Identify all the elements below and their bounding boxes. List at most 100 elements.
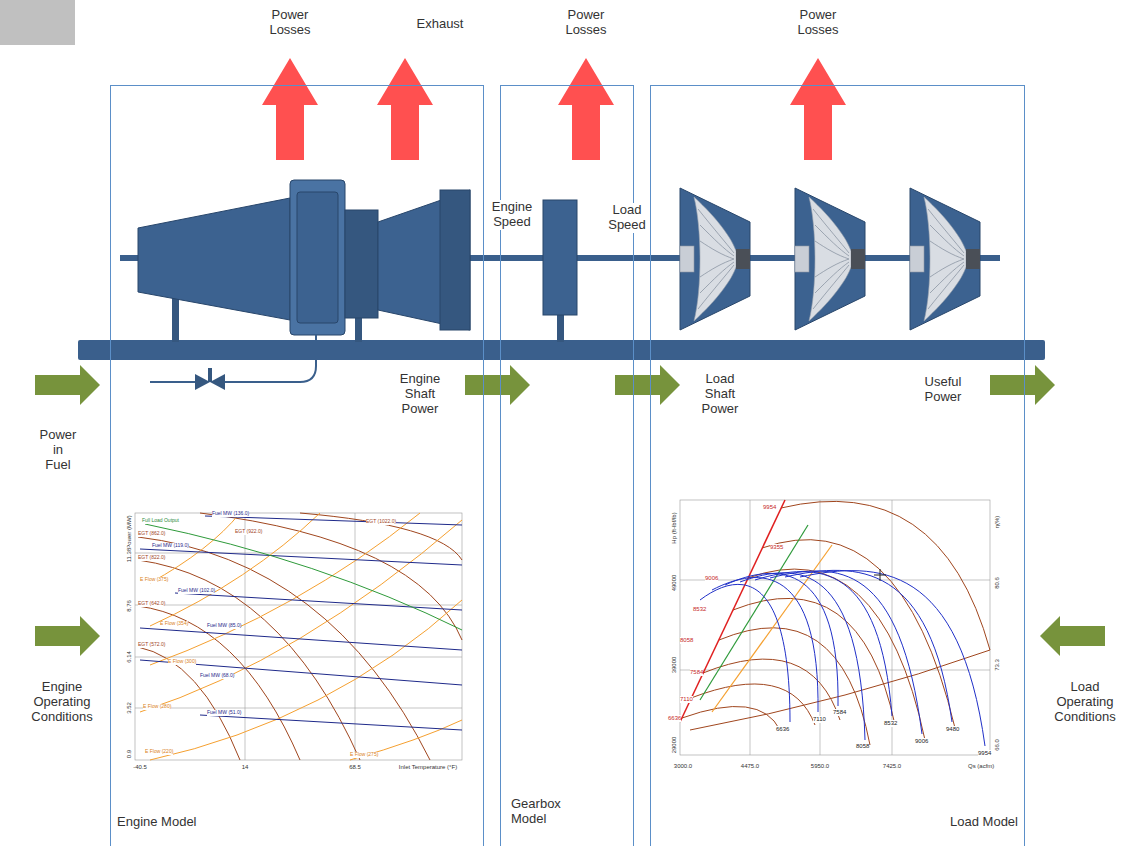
chart-label: EGT (822.0) — [138, 555, 165, 561]
engine-performance-map-part — [150, 513, 320, 626]
engine-performance-map-part — [175, 593, 462, 610]
compressor-map-part — [682, 501, 990, 745]
gas-turbine-engine-part — [297, 192, 338, 323]
power-bus — [78, 340, 1045, 360]
chart-label: Inlet Temperature (°F) — [399, 764, 457, 771]
chart-label: 9480 — [946, 726, 959, 733]
fuel-line-valve-part — [210, 374, 225, 390]
shaft-part — [172, 298, 179, 342]
power-flow-arrow-part — [35, 616, 100, 656]
compressor-map-part — [700, 584, 790, 722]
chart-label: 8532 — [693, 606, 706, 613]
region-title: Engine Model — [117, 815, 197, 830]
chart-label: 11.38 — [126, 548, 133, 563]
compressor-map-part — [762, 540, 955, 728]
chart-label: Fuel MW (85.0) — [207, 623, 241, 629]
flow-label: Engine Shaft Power — [400, 372, 440, 417]
chart-label: EGT (642.0) — [138, 601, 165, 607]
compressor-map-part — [781, 501, 990, 650]
chart-label: E Flow (375) — [140, 577, 168, 583]
compressor-map-part — [785, 570, 952, 722]
compressor-map-part — [682, 706, 780, 730]
chart-label: 66.0 — [994, 739, 1001, 751]
engine-performance-map-part — [140, 513, 462, 760]
gas-turbine-engine-part — [290, 180, 345, 335]
engine-performance-map-part — [140, 549, 462, 565]
gas-turbine-engine-part — [378, 190, 470, 330]
engine-performance-map-part — [200, 715, 462, 730]
power-bus-part — [78, 340, 1045, 360]
power-flow-arrow-part — [465, 365, 530, 405]
chart-label: EGT (862.0) — [138, 531, 165, 537]
fuel-line-valve — [150, 335, 316, 390]
chart-label: 0.9 — [126, 750, 133, 758]
compressor-map-part — [719, 628, 870, 745]
chart-label: Full Load Output — [142, 518, 179, 524]
chart-label: 8.76 — [126, 600, 133, 612]
chart-label: 8532 — [884, 720, 897, 727]
engine-performance-map-part — [150, 600, 462, 760]
power-flow-arrow-part — [990, 365, 1055, 405]
chart-label: 80.6 — [994, 577, 1001, 589]
fuel-line-valve-part — [208, 368, 212, 382]
fuel-line-valve-part — [150, 335, 316, 382]
engine-performance-map-part — [135, 513, 462, 760]
chart-label: Fuel MW (68.0) — [200, 673, 234, 679]
chart-label: Fuel MW (119.0) — [152, 543, 189, 549]
chart-label: -40.5 — [133, 764, 147, 771]
chart-label: 9006 — [705, 575, 718, 582]
chart-label: Power (MW) — [126, 515, 133, 548]
region-title: Gearbox Model — [511, 797, 561, 827]
shaft-part — [355, 318, 362, 342]
compressor-part — [680, 197, 750, 321]
power-flow-arrow-part — [35, 365, 100, 405]
chart-label: Hp (ft-lbf/lb) — [671, 512, 678, 543]
chart-label: 7110 — [813, 716, 826, 723]
compressor-map-part — [680, 500, 990, 755]
flow-label: Engine Speed — [492, 200, 532, 230]
engine-performance-map-part — [138, 560, 360, 760]
chart-label: 7425.0 — [883, 763, 901, 770]
chart-label: 9006 — [915, 738, 928, 745]
chart-label: 7584 — [690, 669, 703, 676]
chart-label: 14 — [242, 764, 249, 771]
model-region: Engine Model — [110, 85, 484, 846]
gas-turbine-engine-part — [345, 210, 378, 318]
compressor-map-part — [700, 570, 985, 746]
chart-label: 6636 — [668, 715, 681, 722]
loss-arrow-part — [790, 58, 846, 160]
compressor-part — [795, 197, 865, 321]
compressor-map-part — [874, 569, 886, 581]
loss-arrow-part — [558, 58, 614, 160]
chart-label: E Flow (300) — [168, 659, 196, 665]
chart-label: E Flow (275) — [350, 752, 378, 758]
chart-label: E Flow (220) — [145, 749, 173, 755]
chart-label: 7584 — [833, 709, 846, 716]
chart-label: 6636 — [776, 726, 789, 733]
compressor-map-part — [680, 500, 990, 755]
power-flow-arrow — [35, 365, 1105, 656]
gas-turbine-engine-part — [138, 198, 290, 320]
flow-label: Load Shaft Power — [702, 372, 739, 417]
region-title: Load Model — [950, 815, 1018, 830]
engine-performance-map-part — [138, 537, 430, 760]
model-region: Load Model — [650, 85, 1025, 846]
compressor-part — [795, 188, 865, 330]
chart-label: 3.52 — [126, 702, 133, 714]
shaft-part — [557, 314, 564, 342]
compressor-map-part — [725, 573, 838, 706]
chart-label: Fuel MW (136.0) — [212, 511, 249, 517]
chart-label: Qs (acfm) — [968, 763, 994, 770]
flow-label: Power Losses — [797, 8, 838, 38]
compressor-map-part — [712, 545, 832, 712]
engine-performance-map-part — [205, 516, 462, 525]
chart-label: EGT (1022.0) — [366, 519, 396, 525]
chart-label: 49000 — [671, 575, 678, 592]
chart-label: 73.3 — [994, 659, 1001, 671]
chart-label: 6.14 — [126, 651, 133, 663]
chart-label: EGT (572.0) — [138, 642, 165, 648]
compressor — [680, 188, 980, 330]
gearbox — [543, 200, 577, 315]
chart-label: 9954 — [978, 750, 991, 757]
